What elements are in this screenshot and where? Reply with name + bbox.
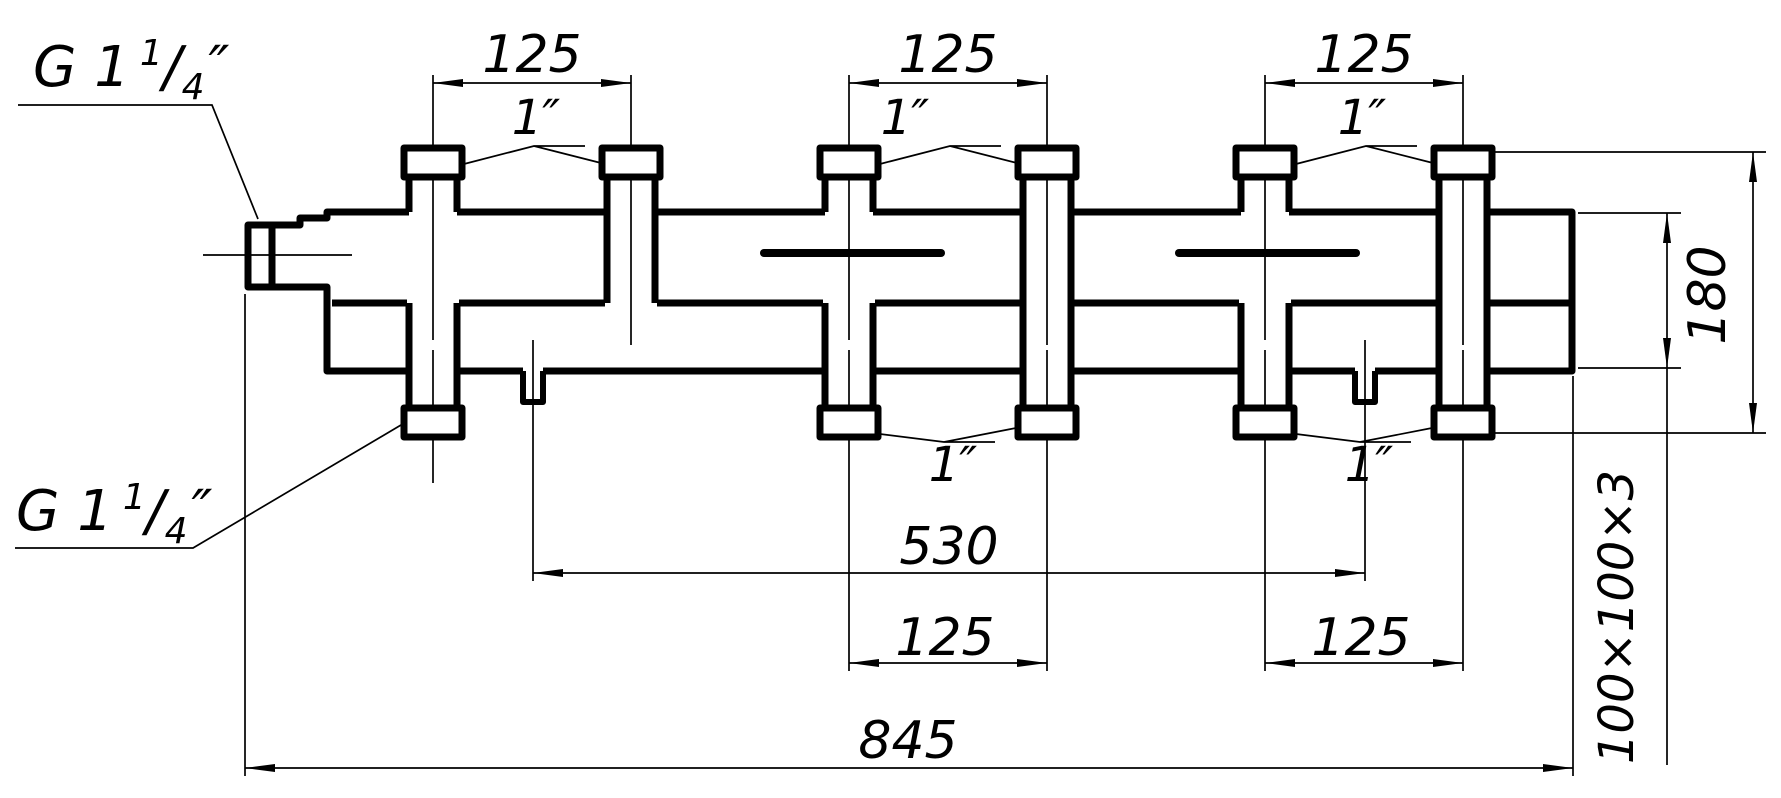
bottom-port-5 [1430,303,1496,441]
port-cap [1232,144,1298,181]
port-size-text-top-3: 1″ [1338,90,1387,146]
thread-denominator: 4 [182,67,205,108]
dim-text-180: 180 [1678,245,1738,344]
port-cap [400,144,466,181]
port-cap [816,404,882,441]
inlet-socket-profile [244,208,409,375]
dimension-lines [245,79,1757,772]
thread-base: G 1 [33,35,130,100]
leader-port-size-top-1 [463,145,602,165]
dimension-texts: 125 125 125 1″ 1″ 1″ 1″ 1″ 530 125 125 8… [16,25,1738,771]
leader-port-size-top-3 [1295,145,1434,165]
thread-denominator: 4 [165,511,188,552]
port-cap [598,144,664,181]
port-size-text-bottom-2: 1″ [1345,437,1394,493]
leader-port-size-top-2 [879,145,1018,165]
port-size-text-top-2: 1″ [881,90,930,146]
bottom-port-2 [816,303,882,441]
dim-text-125-top-2: 125 [898,25,997,85]
centerlines [203,75,1766,776]
manifold-body [244,208,1576,375]
port-cap [400,404,466,441]
dim-text-530: 530 [899,517,998,577]
port-cap [1430,144,1496,181]
body-right-end [1487,208,1576,375]
top-port-2 [598,144,664,303]
drain-stub-right [1352,371,1378,405]
leader-port-size-bottom-1 [871,427,1017,443]
leader-port-size-bottom-2 [1287,427,1433,443]
port-cap [1014,144,1080,181]
dim-text-125-bottom-1: 125 [895,608,994,668]
port-size-text-top-1: 1″ [512,90,561,146]
drain-stub-left [520,371,546,405]
thread-unit: ″ [192,479,213,544]
top-port-4 [1014,144,1080,303]
dim-text-125-top-1: 125 [482,25,581,85]
port-cap [816,144,882,181]
port-size-text-bottom-1: 1″ [929,437,978,493]
thread-numerator: 1 [140,33,163,74]
top-port-6 [1430,144,1496,303]
port-cap [1014,404,1080,441]
thread-base: G 1 [16,479,113,544]
thread-unit: ″ [209,35,230,100]
leader-thread-bottom [15,424,402,549]
thread-numerator: 1 [123,477,146,518]
leader-lines [15,104,1434,549]
top-port-1 [400,144,466,212]
dim-text-125-top-3: 125 [1314,25,1413,85]
leader-thread-top [18,104,259,220]
top-ports [400,144,1496,303]
top-port-5 [1232,144,1298,212]
bottom-port-3 [1014,303,1080,441]
dim-text-845: 845 [858,711,957,771]
port-cap [1430,404,1496,441]
dim-text-125-bottom-2: 125 [1311,608,1410,668]
bottom-ports [400,303,1496,441]
port-cap [1232,404,1298,441]
profile-spec-text: 100×100×3 [1589,470,1645,764]
top-port-3 [816,144,882,212]
bottom-port-1 [400,303,466,441]
bottom-port-4 [1232,303,1298,441]
